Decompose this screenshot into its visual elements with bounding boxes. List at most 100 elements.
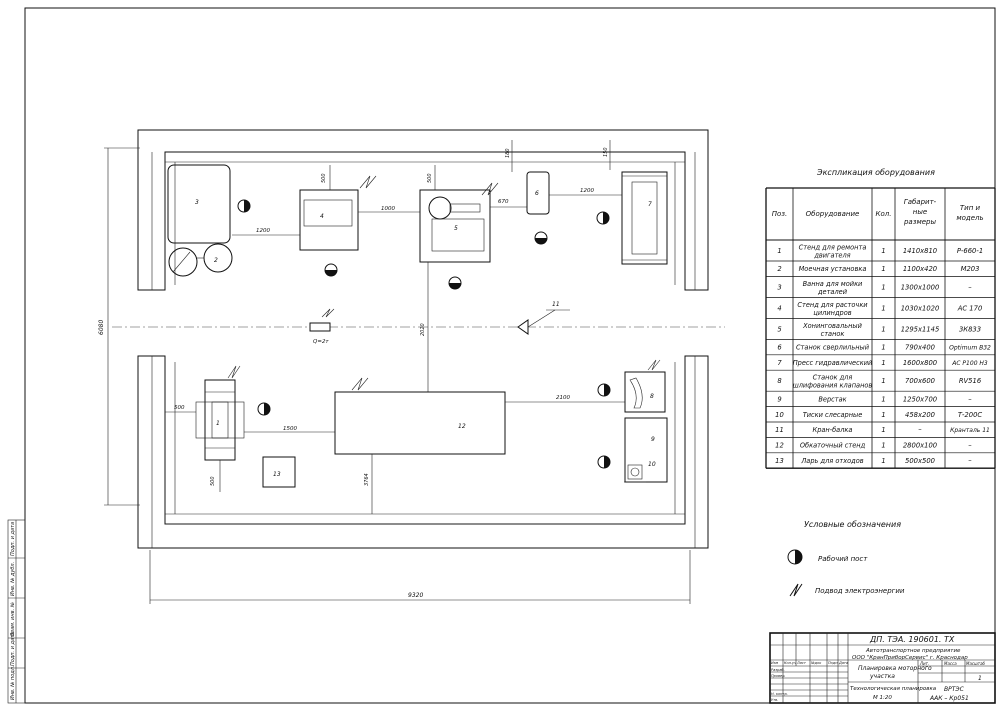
col-h-1: Кол.уч <box>784 661 796 665</box>
row-9-col-0: 9 <box>777 395 781 403</box>
equipment-7-hydraulic-press: 7 <box>621 171 668 265</box>
row-11-col-1: Кран-балка <box>813 426 853 434</box>
row-1-equipment-line2: двигателя <box>813 252 850 260</box>
row-3-col-0: 3 <box>777 283 781 291</box>
row-4-equipment: Стенд для расточки <box>797 301 868 309</box>
dim-500-a: 500 <box>321 173 327 183</box>
row-8-equipment: Станок для <box>813 374 853 382</box>
row-3-equipment-line2: деталей <box>817 288 848 296</box>
dim-500-c: 500 <box>174 405 185 411</box>
row-11-col-3: – <box>918 426 922 434</box>
row-5-equipment: Хонинговальный <box>802 322 863 330</box>
row-9-col-1: Верстак <box>818 395 846 403</box>
row-6-col-2: 1 <box>881 344 885 352</box>
dim-1000: 1000 <box>381 206 395 212</box>
equipment-label-3: 3 <box>195 199 199 206</box>
row-13-col-0: 13 <box>775 457 784 465</box>
row-3-col-2: 1 <box>881 283 885 291</box>
row-10-col-4: Т-200С <box>958 411 983 419</box>
dim-9320: 9320 <box>408 592 423 599</box>
legend-work-post-text: Рабочий пост <box>818 555 868 563</box>
title-block: ДП. ТЭА. 190601. ТХ Автотранспортное пре… <box>769 632 996 704</box>
equipment-4-cylinder-boring: 4 <box>299 175 377 251</box>
row-12-col-4: – <box>968 442 972 450</box>
title-org-1: Автотранспортное предприятие <box>865 648 961 654</box>
row-13-col-2: 1 <box>881 457 885 465</box>
side-label-4: Инв. № дубл. <box>10 562 16 596</box>
equipment-label-9: 9 <box>651 436 655 443</box>
dim-670: 670 <box>498 199 509 205</box>
lit-header: Лит. <box>919 661 929 666</box>
equipment-10-vise: 10 <box>624 461 656 483</box>
dim-3764: 3764 <box>364 473 370 486</box>
row-9-col-4: – <box>968 395 972 403</box>
title-sheet-type-1: Технологическая планировка <box>850 686 937 692</box>
work-post-markers-bottom <box>257 383 611 469</box>
row-1-col-2: 1 <box>881 247 885 255</box>
row-11-col-2: 1 <box>881 426 885 434</box>
header-col-2: Кол. <box>876 210 892 218</box>
row-3-col-4: – <box>968 283 972 291</box>
equipment-label-4: 4 <box>320 213 324 220</box>
equipment-label-10: 10 <box>648 461 656 468</box>
title-name-2: участка <box>869 673 895 680</box>
dim-1200-a: 1200 <box>256 228 270 234</box>
row-2-col-4: М203 <box>961 265 980 273</box>
equipment-label-7: 7 <box>648 201 652 208</box>
row-12-col-2: 1 <box>881 442 885 450</box>
equipment-label-2: 2 <box>214 257 218 264</box>
mass-header: Масса <box>944 661 957 666</box>
row-9-col-3: 1250х700 <box>903 395 937 403</box>
col-h-4: Подп. <box>828 661 839 665</box>
equipment-label-8: 8 <box>650 393 654 400</box>
equipment-8-valve-grinder: 8 <box>624 359 666 413</box>
row-11-col-0: 11 <box>775 426 784 434</box>
row-6-col-3: 790х400 <box>905 344 935 352</box>
row-5-col-3: 1295х1145 <box>901 325 940 333</box>
equipment-5-honing: 5 <box>419 182 499 263</box>
title-name-1: Планировка моторного <box>858 665 932 672</box>
crane-capacity: Q=2т <box>313 339 329 345</box>
row-l-0: Разраб. <box>771 668 785 672</box>
row-8-equipment-line2: шлифования клапанов <box>793 382 873 390</box>
row-4-col-4: АС 170 <box>957 304 983 312</box>
row-4-equipment-line2: цилиндров <box>813 309 851 317</box>
equipment-2-washer: 2 <box>168 243 233 277</box>
row-2-col-0: 2 <box>777 265 781 273</box>
legend-power-icon <box>789 583 803 597</box>
dim-500-d: 500 <box>210 476 216 486</box>
equipment-12-break-in-stand: 12 <box>334 377 506 455</box>
header-dims-2: ные <box>913 208 927 216</box>
row-2-col-2: 1 <box>881 265 885 273</box>
row-l-4: Утв. <box>771 698 778 702</box>
dim-2100: 2100 <box>556 395 570 401</box>
col-h-0: Изм <box>771 661 778 665</box>
sheet-frame <box>24 7 996 704</box>
row-13-col-3: 500х500 <box>905 457 935 465</box>
header-type-1: Тип и <box>960 204 981 212</box>
row-2-col-1: Моечная установка <box>799 265 867 273</box>
equipment-label-1: 1 <box>216 420 220 427</box>
row-10-col-2: 1 <box>881 411 885 419</box>
row-1-col-4: Р-660-1 <box>957 247 983 255</box>
equipment-label-5: 5 <box>454 225 458 232</box>
equipment-1-engine-stand: 1 <box>195 365 245 461</box>
legend-power-text: Подвод электроэнергии <box>815 587 905 595</box>
row-6-col-0: 6 <box>777 344 782 352</box>
row-8-col-3: 700х600 <box>905 377 935 385</box>
explication-title: Экспликация оборудования <box>816 168 935 177</box>
row-8-col-2: 1 <box>881 377 885 385</box>
row-10-col-3: 458х200 <box>905 411 935 419</box>
row-12-col-0: 12 <box>775 442 784 450</box>
row-4-col-0: 4 <box>777 304 781 312</box>
equipment-3-wash-tank: 3 <box>167 164 231 244</box>
dim-180: 180 <box>505 148 511 158</box>
dim-1500: 1500 <box>283 426 297 432</box>
row-13-col-4: – <box>968 457 972 465</box>
equipment-6-drill: 6 <box>526 171 550 215</box>
row-6-col-1: Станок сверлильный <box>796 344 870 352</box>
row-6-col-4: Optimum B32 <box>949 345 991 352</box>
dim-500-b: 500 <box>427 173 433 183</box>
